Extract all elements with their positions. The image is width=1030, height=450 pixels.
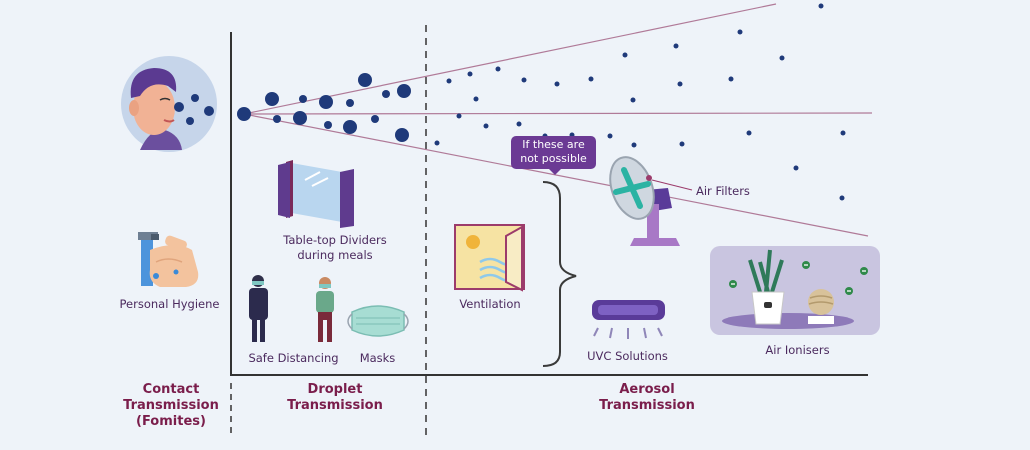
particle-dot xyxy=(319,95,333,109)
particle-dot xyxy=(191,94,199,102)
particle-dot xyxy=(631,142,637,148)
particle-dot xyxy=(673,43,679,49)
table-divider-icon xyxy=(278,160,354,228)
particle-dot xyxy=(324,121,332,129)
category-aerosol-line1: Aerosol xyxy=(619,382,675,397)
particle-dot xyxy=(446,78,452,84)
particle-dot xyxy=(456,113,462,119)
air-filter-pointer xyxy=(651,179,693,191)
particle-dot xyxy=(746,130,752,136)
particle-dot xyxy=(521,77,527,83)
uvc-lamp-icon xyxy=(592,300,665,339)
particle-dot xyxy=(483,123,489,129)
category-contact-line1: Contact xyxy=(142,382,200,397)
category-contact: Contact Transmission (Fomites) xyxy=(115,382,227,430)
particle-dot xyxy=(793,165,799,171)
particle-dot xyxy=(397,84,411,98)
particle-dot xyxy=(554,81,560,87)
particle-dot xyxy=(395,128,409,142)
category-droplet-line2: Transmission xyxy=(287,398,383,413)
particle-dot xyxy=(382,90,390,98)
particle-dot xyxy=(516,121,522,127)
face-mask-icon xyxy=(347,305,409,337)
category-contact-line2: Transmission xyxy=(123,398,219,413)
particle-dot xyxy=(265,92,279,106)
callout-if-not-possible: If these are not possible xyxy=(511,136,596,175)
label-air-filters: Air Filters xyxy=(696,184,750,198)
particle-dot xyxy=(630,97,636,103)
particle-dot xyxy=(679,141,685,147)
category-droplet: Droplet Transmission xyxy=(275,382,395,414)
particle-dot xyxy=(299,95,307,103)
masked-person-icon xyxy=(249,275,268,342)
label-masks: Masks xyxy=(359,351,396,365)
particle-dot xyxy=(273,115,281,123)
label-dividers-line1: Table-top Dividers xyxy=(283,233,387,247)
masked-person-icon xyxy=(316,277,334,342)
particle-dot xyxy=(358,73,372,87)
particle-dot xyxy=(237,107,251,121)
spread-line-top xyxy=(243,3,777,115)
particle-dot xyxy=(840,130,846,136)
particle-dot xyxy=(818,3,824,9)
label-safe-distancing: Safe Distancing xyxy=(248,351,339,365)
plant-ioniser-icon xyxy=(710,246,880,335)
particle-dot xyxy=(728,76,734,82)
category-droplet-line1: Droplet xyxy=(307,382,363,397)
handwashing-icon xyxy=(138,232,199,287)
particle-dot xyxy=(346,99,354,107)
particle-dot xyxy=(174,102,184,112)
person-sneezing-icon xyxy=(121,56,217,152)
label-air-ionisers: Air Ionisers xyxy=(765,343,830,357)
particle-dot xyxy=(467,71,473,77)
category-aerosol: Aerosol Transmission xyxy=(587,382,707,414)
particle-dot xyxy=(677,81,683,87)
label-personal-hygiene: Personal Hygiene xyxy=(119,297,220,311)
particle-dot xyxy=(495,66,501,72)
category-aerosol-line2: Transmission xyxy=(599,398,695,413)
open-window-icon xyxy=(454,224,525,292)
spread-line-middle xyxy=(243,112,873,115)
particle-cloud xyxy=(174,3,846,201)
particle-dot xyxy=(588,76,594,82)
category-contact-line3: (Fomites) xyxy=(136,414,206,429)
particle-dot xyxy=(839,195,845,201)
spread-line-bottom xyxy=(243,113,869,237)
particle-dot xyxy=(434,140,440,146)
callout-line1: If these are xyxy=(522,138,585,151)
particle-dot xyxy=(293,111,307,125)
particle-dot xyxy=(186,117,194,125)
particle-dot xyxy=(737,29,743,35)
particle-dot xyxy=(371,115,379,123)
label-dividers-line2: during meals xyxy=(297,248,373,262)
callout-line2: not possible xyxy=(520,152,587,165)
label-ventilation: Ventilation xyxy=(459,297,521,311)
fan-filter-icon xyxy=(609,156,680,246)
curly-brace xyxy=(542,181,577,367)
label-uvc-solutions: UVC Solutions xyxy=(587,349,668,363)
particle-dot xyxy=(779,55,785,61)
particle-dot xyxy=(473,96,479,102)
particle-dot xyxy=(343,120,357,134)
particle-dot xyxy=(204,106,214,116)
particle-dot xyxy=(622,52,628,58)
particle-dot xyxy=(607,133,613,139)
